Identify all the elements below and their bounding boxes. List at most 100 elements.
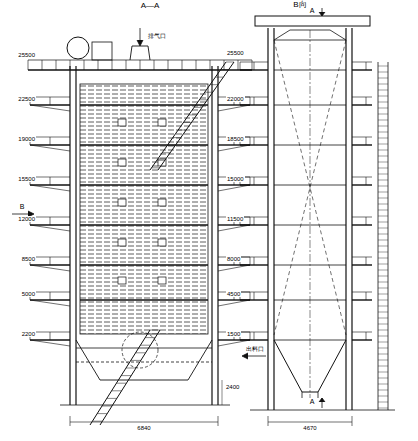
ladder-rung <box>378 126 388 127</box>
structure-line <box>302 392 303 398</box>
railing <box>352 137 372 138</box>
stair <box>158 62 234 170</box>
chute-rung <box>131 360 141 361</box>
ladder-rung <box>378 288 388 289</box>
ladder-rung <box>378 342 388 343</box>
ladder-rung <box>378 402 388 403</box>
elevation: 5000 <box>21 291 36 297</box>
bracket <box>30 185 70 191</box>
access-door <box>118 277 126 284</box>
structure-line <box>218 416 219 426</box>
stair-tread <box>183 122 191 123</box>
bracket <box>218 145 250 151</box>
ladder-rung <box>378 66 388 67</box>
elevation: 2200 <box>21 331 36 337</box>
ladder-rung <box>378 168 388 169</box>
ladder-rung <box>378 72 388 73</box>
railing-post <box>182 60 183 70</box>
railing-post <box>366 217 367 225</box>
railing-post <box>254 332 255 340</box>
railing-post <box>254 217 255 225</box>
ladder-rung <box>378 90 388 91</box>
ladder-rung <box>378 228 388 229</box>
railing-post <box>70 60 71 70</box>
arrow-head <box>319 12 325 16</box>
ladder-rung <box>378 174 388 175</box>
railing <box>352 62 372 63</box>
railing-post <box>254 292 255 300</box>
structure-line <box>318 392 319 398</box>
tray-divider <box>80 299 208 300</box>
ladder-rung <box>378 300 388 301</box>
chute <box>90 330 150 425</box>
ladder-rung <box>378 186 388 187</box>
tray-divider <box>80 104 208 105</box>
chute-rung <box>126 368 136 369</box>
access-door <box>118 239 126 246</box>
railing-post <box>42 60 43 70</box>
beam <box>274 185 346 186</box>
platform <box>352 184 372 185</box>
railing-post <box>254 97 255 105</box>
ladder-rung <box>378 270 388 271</box>
column <box>75 66 76 405</box>
chute-rung <box>107 398 117 399</box>
structure-outline <box>130 46 150 60</box>
access-door <box>118 119 126 126</box>
railing-post <box>250 257 251 265</box>
ladder-rung <box>378 216 388 217</box>
access-door <box>118 159 126 166</box>
railing-post <box>50 137 51 145</box>
ladder-rung <box>378 192 388 193</box>
ladder-rung <box>378 408 388 409</box>
railing-post <box>154 60 155 70</box>
ladder-rung <box>378 210 388 211</box>
ladder-rung <box>378 348 388 349</box>
ladder-rung <box>378 204 388 205</box>
railing <box>352 217 372 218</box>
elevation: 11500 <box>226 216 244 222</box>
beam <box>274 340 346 341</box>
fan <box>67 37 89 59</box>
platform <box>352 144 372 145</box>
ladder-rung <box>378 180 388 181</box>
ladder-rung <box>378 318 388 319</box>
chute-rung <box>97 413 107 414</box>
chute-rung <box>112 390 122 391</box>
tray-divider <box>80 184 208 185</box>
railing-post <box>112 60 113 70</box>
stair-tread <box>221 69 229 70</box>
elevation: 22000 <box>226 96 245 102</box>
structure-outline <box>76 340 212 380</box>
structure-line <box>76 348 212 349</box>
column <box>69 66 70 405</box>
access-door <box>158 239 166 246</box>
ladder-rung <box>378 354 388 355</box>
stair-tread <box>199 99 207 100</box>
platform <box>352 264 372 265</box>
access-door <box>158 199 166 206</box>
ladder-rung <box>378 312 388 313</box>
railing-post <box>196 60 197 70</box>
railing-post <box>366 137 367 145</box>
bracket <box>30 225 70 231</box>
access-door <box>158 119 166 126</box>
railing-post <box>366 177 367 185</box>
stair-tread <box>194 107 202 108</box>
ladder-rung <box>378 336 388 337</box>
structure-line <box>352 416 353 426</box>
ladder-rung <box>378 138 388 139</box>
railing-post <box>250 137 251 145</box>
column <box>217 66 218 405</box>
chute <box>100 330 160 425</box>
platform <box>352 299 372 300</box>
elevation: 1500 <box>226 331 241 337</box>
platform <box>352 104 372 105</box>
elevation: 25500 <box>226 50 245 56</box>
beam <box>274 265 346 266</box>
railing <box>352 332 372 333</box>
arrow-head <box>319 398 325 402</box>
bracket <box>218 105 250 111</box>
dimension-line <box>268 422 352 423</box>
